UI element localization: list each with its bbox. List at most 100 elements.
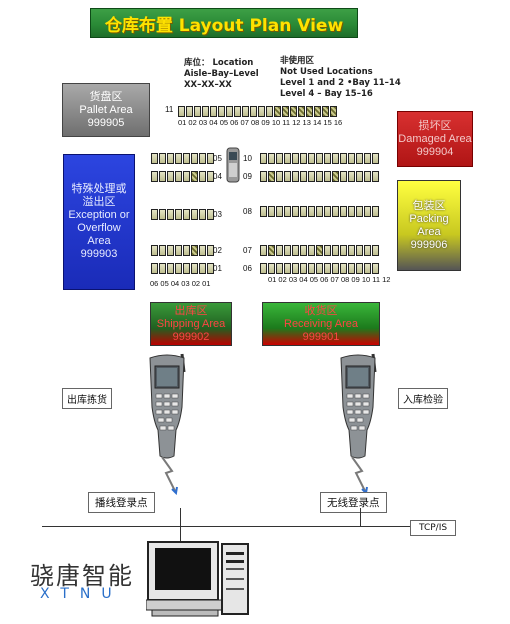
- rack-cell: [250, 106, 257, 117]
- rack-cell: [151, 171, 158, 182]
- connector-line: [180, 526, 181, 544]
- rack-cell: [364, 171, 371, 182]
- rack-cell: [300, 245, 307, 256]
- network-bus-line: [42, 526, 410, 527]
- rack-cell: [348, 171, 355, 182]
- unused-rack-cell: [298, 106, 305, 117]
- aisle-label-09: 09: [243, 172, 252, 181]
- rack-cell: [276, 263, 283, 274]
- exception-area-en1: Exception or: [68, 209, 130, 221]
- rack-cell: [175, 171, 182, 182]
- handheld-scanner-right-icon: [340, 353, 377, 459]
- rack-cell: [199, 263, 206, 274]
- rack-cell: [324, 263, 331, 274]
- rack-cell: [332, 245, 339, 256]
- rack-cell: [175, 263, 182, 274]
- rack-cell: [372, 245, 379, 256]
- rack-cell: [292, 263, 299, 274]
- rack-aisle-06: [260, 263, 380, 274]
- rack-cell: [364, 206, 371, 217]
- rack-cell: [226, 106, 233, 117]
- unused-legend-line: Level 1 and 2 •Bay 11–14: [280, 78, 401, 88]
- rack-cell: [183, 153, 190, 164]
- rack-cell: [348, 153, 355, 164]
- rack-cell: [332, 206, 339, 217]
- unused-rack-cell: [316, 245, 323, 256]
- rack-cell: [276, 171, 283, 182]
- rack-cell: [260, 206, 267, 217]
- wireless-signal-left-icon: [161, 456, 178, 495]
- unused-rack-cell: [332, 171, 339, 182]
- damaged-area-cn: 损坏区: [418, 119, 452, 132]
- rack-cell: [210, 106, 217, 117]
- receiving-area-code: 999901: [302, 330, 340, 343]
- rack-cell: [364, 263, 371, 274]
- rack-cell: [372, 206, 379, 217]
- rack-cell: [284, 171, 291, 182]
- unused-rack-cell: [274, 106, 281, 117]
- packing-area-en2: Area: [417, 225, 441, 238]
- aisle-label-06: 06: [243, 264, 252, 273]
- rack-cell: [234, 106, 241, 117]
- exception-area-en2: Overflow: [77, 222, 121, 234]
- aisle-label-05: 05: [213, 154, 222, 163]
- packing-area-en1: Packing: [409, 212, 449, 225]
- rack-cell: [292, 171, 299, 182]
- rack-aisle-11: [178, 106, 338, 117]
- aisle-label-04: 04: [213, 172, 222, 181]
- rack-cell: [308, 153, 315, 164]
- network-label: TCP/IS: [410, 520, 457, 536]
- rack-cell: [340, 171, 347, 182]
- location-legend-line: XX–XX–XX: [184, 80, 232, 90]
- location-legend-line: Aisle–Bay–Level: [184, 69, 259, 79]
- receiving-area: 收货区 Receiving Area 999901: [262, 302, 380, 346]
- packing-area-cn: 包装区: [412, 199, 446, 212]
- unused-legend-line: 非使用区: [280, 56, 315, 66]
- rack-cell: [242, 106, 249, 117]
- connector-line: [180, 508, 181, 526]
- rack-cell: [300, 171, 307, 182]
- rack-cell: [356, 171, 363, 182]
- location-legend-line: 库位： Location: [184, 58, 254, 68]
- rack-cell: [308, 206, 315, 217]
- rack-cell: [159, 171, 166, 182]
- rack-cell: [308, 245, 315, 256]
- rack-cell: [183, 263, 190, 274]
- rack-cell: [151, 153, 158, 164]
- exception-area: 特殊处理或 溢出区 Exception or Overflow Area 999…: [63, 154, 135, 290]
- rack-cell: [356, 206, 363, 217]
- aisle-label-03: 03: [213, 210, 222, 219]
- rack-cell: [218, 106, 225, 117]
- outbound-picking-label: 出库拣货: [62, 388, 112, 409]
- unused-rack-cell: [268, 245, 275, 256]
- unused-legend-line: Level 4 – Bay 15–16: [280, 89, 373, 99]
- unused-legend: 非使用区 Not Used Locations Level 1 and 2 •B…: [280, 56, 401, 100]
- rack-cell: [260, 153, 267, 164]
- rack-cell: [260, 245, 267, 256]
- rack-cell: [340, 263, 347, 274]
- rack-cell: [167, 153, 174, 164]
- rack-aisle-10: [260, 153, 380, 164]
- rack-cell: [260, 263, 267, 274]
- wireless-signal-right-icon: [351, 456, 368, 495]
- rack-cell: [340, 245, 347, 256]
- rack-cell: [175, 209, 182, 220]
- rack-cell: [151, 209, 158, 220]
- rack-cell: [151, 245, 158, 256]
- rack-cell: [167, 263, 174, 274]
- rack-cell: [183, 171, 190, 182]
- rack-cell: [258, 106, 265, 117]
- unused-rack-cell: [306, 106, 313, 117]
- rack-aisle-02: [151, 245, 215, 256]
- unused-rack-cell: [322, 106, 329, 117]
- aisle-label-11: 11: [165, 105, 174, 114]
- page-title: 仓库布置 Layout Plan View: [104, 15, 344, 36]
- rack-cell: [356, 263, 363, 274]
- rack-cell: [175, 153, 182, 164]
- aisle-label-02: 02: [213, 246, 222, 255]
- exception-area-code: 999903: [80, 248, 118, 260]
- unused-rack-cell: [290, 106, 297, 117]
- rack-cell: [292, 153, 299, 164]
- receiving-area-en: Receiving Area: [284, 317, 358, 330]
- rack-cell: [199, 245, 206, 256]
